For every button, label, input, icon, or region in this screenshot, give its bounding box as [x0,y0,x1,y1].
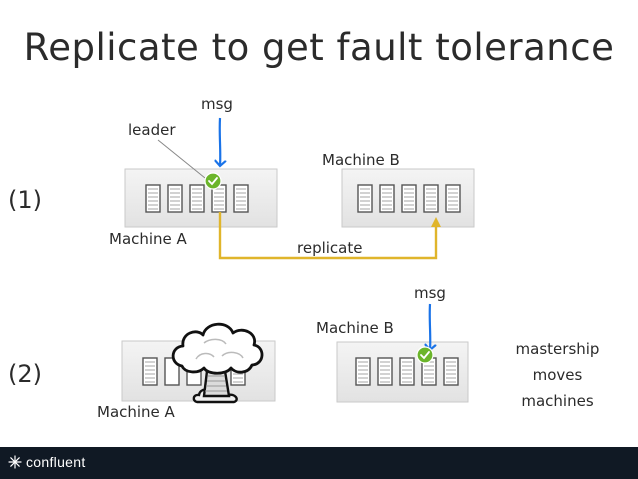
replicate-arrow [218,212,441,260]
msg-label-step1: msg [201,95,233,113]
logo-text: confluent [26,454,86,470]
msg-arrow-step2 [430,303,431,350]
step-1-marker: (1) [8,186,42,214]
check-icon-step2 [416,346,434,364]
slide-title: Replicate to get fault tolerance [23,26,615,69]
mushroom-cloud-icon [171,322,264,404]
note-line-1: mastership [515,340,600,358]
confluent-logo[interactable]: confluent [8,454,86,470]
replication-diagram [121,117,475,404]
step-2-marker: (2) [8,360,42,388]
machine-b-label-step1: Machine B [322,151,400,169]
note-line-2: moves [532,366,583,384]
confluent-logo-icon [8,455,22,469]
machine-a-label-step2: Machine A [97,403,175,421]
leader-label: leader [128,121,176,139]
machine-a-label-step1: Machine A [109,230,187,248]
replicate-label: replicate [297,239,363,257]
note-line-3: machines [521,392,594,410]
msg-arrow-step1 [220,117,221,166]
check-icon [204,172,222,190]
mastership-note: mastership moves machines [505,336,610,414]
msg-label-step2: msg [414,284,446,302]
footer-bar: confluent [0,447,638,479]
machine-b-label-step2: Machine B [316,319,394,337]
leader-pointer-line [157,139,206,179]
